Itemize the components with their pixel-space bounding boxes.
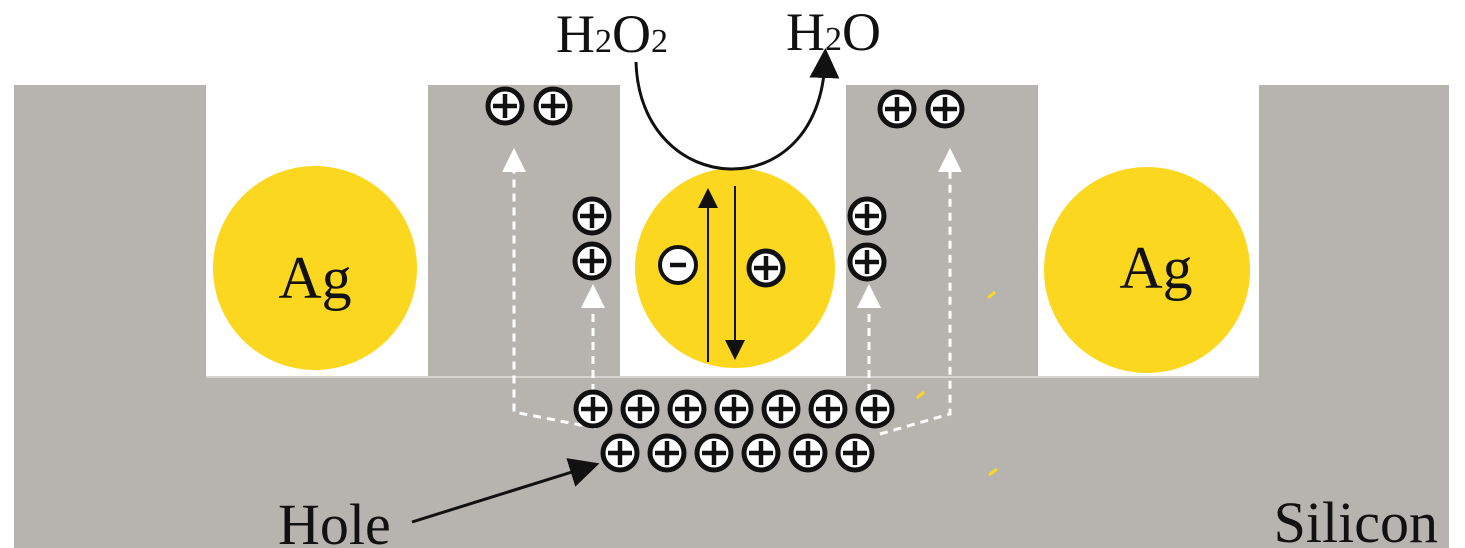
silver-specks	[916, 290, 998, 477]
hole-icon	[576, 392, 610, 426]
hole-icon	[850, 245, 884, 279]
hole-icon	[764, 392, 798, 426]
hole-icon	[744, 436, 778, 470]
hole-pointer-arrow	[411, 458, 600, 524]
hole-icon	[603, 436, 637, 470]
product-label: H2O	[786, 2, 881, 62]
reaction-arc-arrow	[634, 48, 840, 171]
hole-icon	[623, 392, 657, 426]
hole-icon	[575, 199, 609, 233]
hole-diffusion-paths	[502, 148, 962, 436]
hole-icon	[811, 392, 845, 426]
hole-icon	[838, 436, 872, 470]
plus-circle-icon	[749, 251, 783, 285]
hole-icon	[717, 392, 751, 426]
hole-icon	[850, 199, 884, 233]
hole-icon	[791, 436, 825, 470]
reactant-label: H2O2	[556, 4, 668, 64]
hole-icon	[858, 392, 892, 426]
minus-circle-icon	[658, 245, 698, 285]
hole-label: Hole	[278, 492, 391, 548]
diffusion-path-outer-right	[879, 148, 962, 436]
hole-icon	[488, 89, 522, 123]
hole-icon	[697, 436, 731, 470]
hole-icon	[880, 92, 914, 126]
silver-particle-left	[213, 166, 417, 370]
particle-label-left: Ag	[278, 245, 351, 311]
silver-particle-right	[1044, 167, 1250, 373]
hole-icon	[650, 436, 684, 470]
hole-icon	[928, 92, 962, 126]
hole-icon	[670, 392, 704, 426]
hole-icon	[575, 244, 609, 278]
substrate-label: Silicon	[1274, 490, 1438, 548]
hole-icon	[536, 89, 570, 123]
particle-label-right: Ag	[1119, 235, 1192, 301]
